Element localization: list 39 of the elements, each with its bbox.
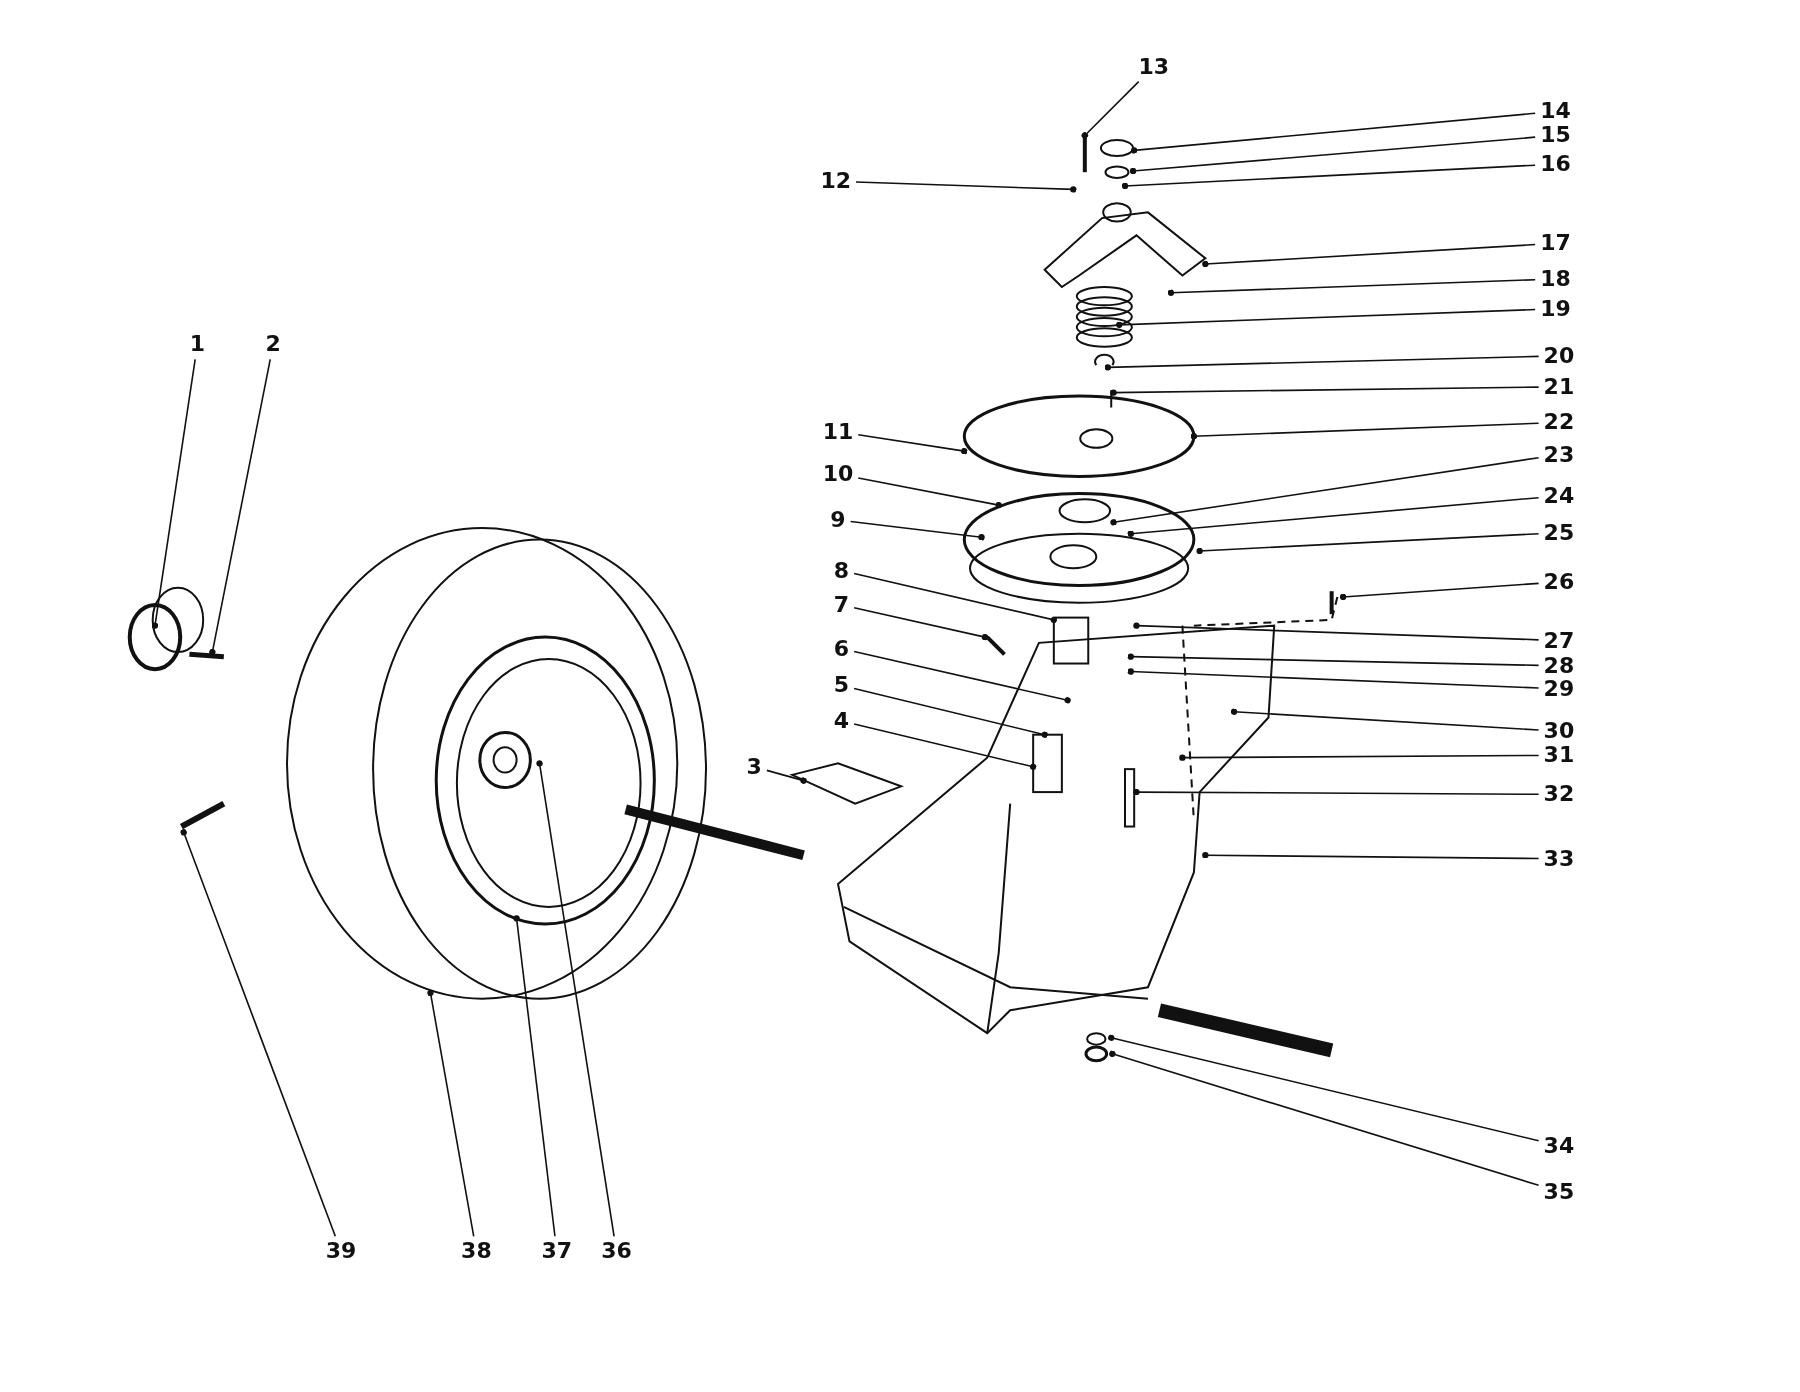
leader-line [855, 181, 1077, 193]
leader-line [1110, 386, 1540, 396]
leader-line [853, 607, 989, 641]
leader-line [1133, 788, 1540, 796]
leader-line [1081, 80, 1140, 139]
leader-line [1131, 112, 1536, 154]
leader-line [857, 433, 968, 455]
leader-line [1108, 1034, 1540, 1142]
leader-line [1127, 668, 1540, 689]
leader-line [1127, 653, 1540, 667]
leader-line [1339, 582, 1540, 601]
leader-line [209, 358, 272, 656]
leader-line [1179, 754, 1540, 761]
leader-line [857, 477, 1002, 509]
leader-line [1110, 456, 1540, 526]
leader-line [1104, 355, 1540, 371]
leader-line [1202, 852, 1540, 860]
leader-line [1129, 136, 1536, 175]
leader-line [513, 915, 556, 1238]
leader-line [1109, 1050, 1540, 1187]
leader-line [427, 989, 475, 1238]
leader-line [536, 760, 615, 1238]
leader-line [1133, 622, 1540, 641]
leader-line [766, 769, 807, 784]
leader-line [1116, 308, 1536, 329]
leader-line [853, 687, 1048, 738]
leader-line [1127, 496, 1540, 537]
leader-line [853, 572, 1057, 624]
leader-line [1202, 243, 1536, 268]
leader-line [1190, 422, 1540, 440]
leader-line [853, 723, 1037, 771]
leader-line [1121, 164, 1536, 190]
leader-line [853, 650, 1071, 704]
leader-line [1230, 708, 1540, 731]
leader-line [849, 520, 985, 541]
leader-line [180, 829, 337, 1238]
leader-line [1196, 532, 1540, 555]
leader-line [1167, 278, 1536, 296]
leader-line [151, 358, 196, 629]
